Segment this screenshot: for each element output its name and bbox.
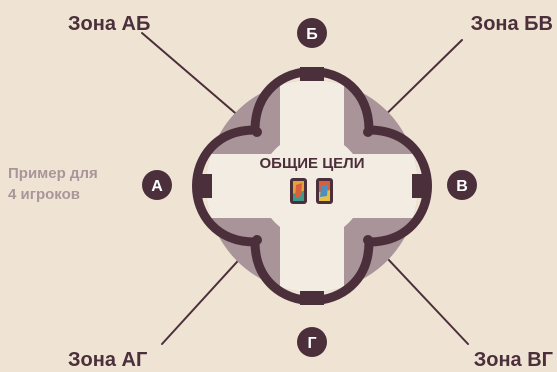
- zone-dot-bv: [363, 127, 373, 137]
- player-label-left: А: [151, 178, 163, 195]
- player-label-top: Б: [306, 26, 318, 43]
- player-badge-right: [447, 170, 477, 200]
- zone-markers: [252, 127, 373, 245]
- goal-card-right: [316, 178, 333, 204]
- player-label-right: В: [456, 178, 468, 195]
- table-center-disc: [260, 134, 364, 238]
- zone-label-ab: Зона АБ: [68, 13, 150, 35]
- zone-label-vg: Зона ВГ: [474, 349, 553, 371]
- seat-left: [192, 125, 260, 247]
- zone-dot-ab: [252, 127, 262, 137]
- seat-connectors: [198, 67, 426, 305]
- zone-dot-ag: [252, 235, 262, 245]
- common-goals-title: ОБЩИЕ ЦЕЛИ: [260, 155, 365, 172]
- player-badge-top: [297, 18, 327, 48]
- goal-card-left: [290, 178, 307, 204]
- seat-right: [364, 125, 432, 247]
- zone-label-bv: Зона БВ: [471, 13, 553, 35]
- player-label-bottom: Г: [307, 335, 316, 352]
- player-badges: Б А В Г: [142, 18, 477, 357]
- zone-label-ag: Зона АГ: [68, 349, 147, 371]
- player-badge-left: [142, 170, 172, 200]
- player-badge-bottom: [297, 327, 327, 357]
- seat-connector-top: [300, 67, 324, 81]
- zone-dot-vg: [363, 235, 373, 245]
- example-note-line2: 4 игроков: [8, 186, 80, 203]
- seat-connector-right: [412, 174, 426, 198]
- seat-connector-bottom: [300, 291, 324, 305]
- seat-connector-left: [198, 174, 212, 198]
- example-note-line1: Пример для: [8, 165, 98, 182]
